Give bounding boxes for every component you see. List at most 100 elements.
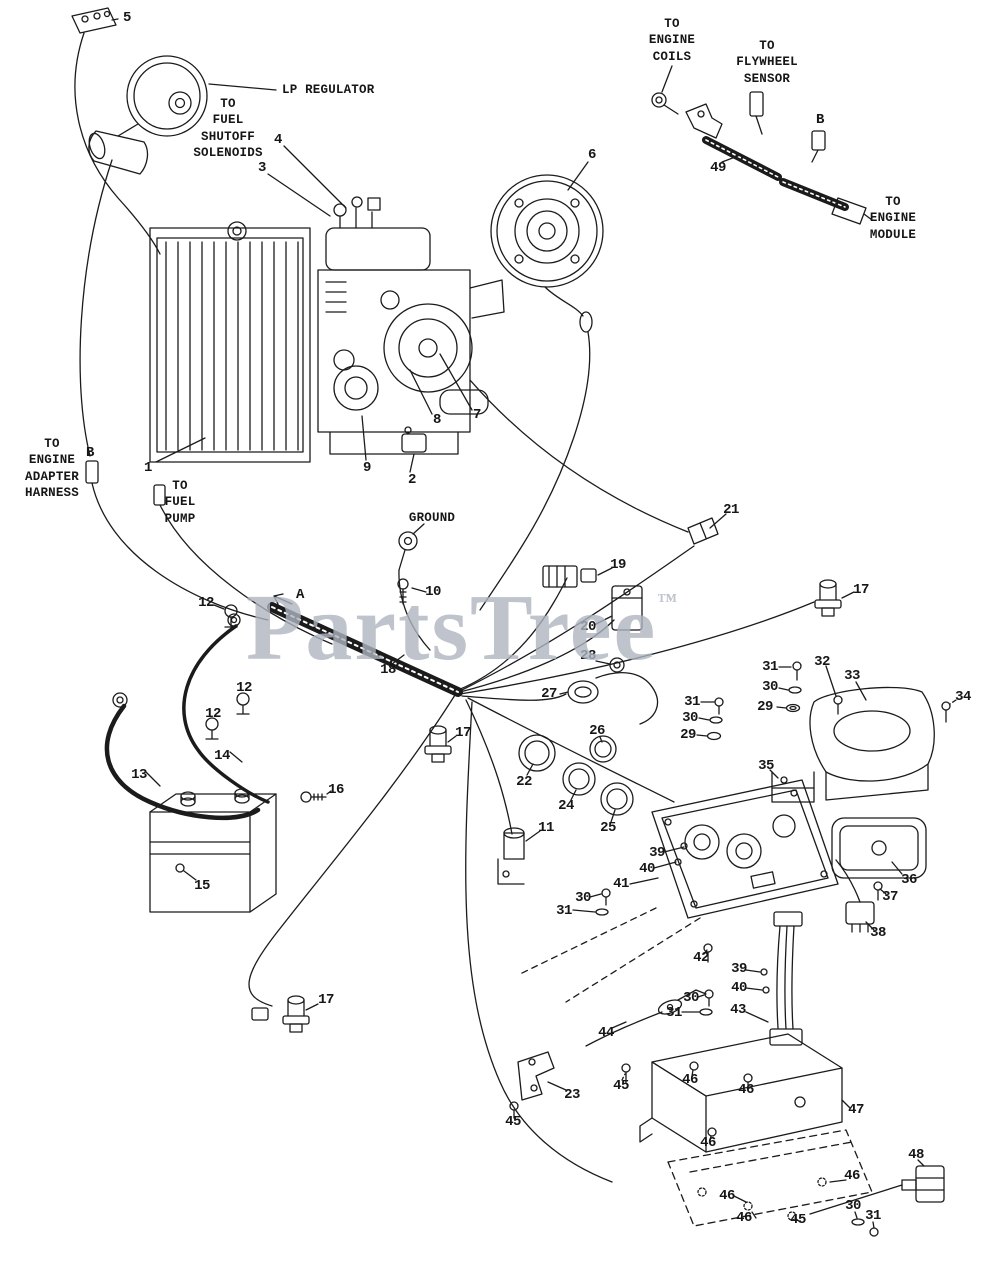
callout-15: 15 <box>194 878 210 894</box>
connector-21-art <box>687 513 727 545</box>
label-to-engine-module: TO ENGINE MODULE <box>869 195 917 242</box>
adapter-harness-connector-art <box>85 460 269 621</box>
callout-5: 5 <box>123 10 131 26</box>
callout-37: 37 <box>882 889 898 905</box>
callout-30: 30 <box>575 890 591 906</box>
label-lp-regulator: LP REGULATOR <box>282 83 375 97</box>
callout-42: 42 <box>693 950 709 966</box>
callout-12: 12 <box>205 706 221 722</box>
battery-15-art <box>149 788 277 913</box>
callout-46: 46 <box>844 1168 860 1184</box>
solenoid-17-mid-art <box>424 725 457 763</box>
callout-27: 27 <box>541 686 557 702</box>
callout-22: 22 <box>516 774 532 790</box>
label-to-fuel-shutoff-solenoids: TO FUEL SHUTOFF SOLENOIDS <box>193 97 263 160</box>
callout-29: 29 <box>757 699 773 715</box>
connector-38-art <box>835 859 875 933</box>
plate-36-art <box>831 817 927 901</box>
callout-31: 31 <box>865 1208 881 1224</box>
callout-46: 46 <box>700 1135 716 1151</box>
callout-31: 31 <box>762 659 778 675</box>
callout-1: 1 <box>144 460 152 476</box>
gauges-art <box>518 734 634 823</box>
callout-40: 40 <box>731 980 747 996</box>
engine-art <box>317 196 505 473</box>
callout-13: 13 <box>131 767 147 783</box>
callout-30: 30 <box>845 1198 861 1214</box>
callout-21: 21 <box>723 502 739 518</box>
callout-45: 45 <box>505 1114 521 1130</box>
callout-30: 30 <box>682 710 698 726</box>
callout-41: 41 <box>613 876 629 892</box>
mount-box-47-art <box>639 1033 851 1153</box>
callout-49: 49 <box>710 160 726 176</box>
callout-14: 14 <box>214 748 230 764</box>
callout-12: 12 <box>236 680 252 696</box>
callout-45: 45 <box>613 1078 629 1094</box>
callout-43: 43 <box>730 1002 746 1018</box>
cable-clamps-art <box>205 604 250 740</box>
switch-48-art <box>809 1159 945 1215</box>
callout-29: 29 <box>680 727 696 743</box>
label-to-engine-coils: TO ENGINE COILS <box>648 17 696 64</box>
connector-27-28-art <box>559 657 659 725</box>
relay-19-art <box>542 565 613 588</box>
callout-44: 44 <box>598 1025 614 1041</box>
callout-39: 39 <box>731 961 747 977</box>
lp-regulator-art <box>79 55 277 457</box>
callout-6: 6 <box>588 147 596 163</box>
fuel-pump-connector-art <box>153 484 333 645</box>
callout-17: 17 <box>455 725 471 741</box>
callout-11: 11 <box>538 820 554 836</box>
radiator-art <box>149 221 311 463</box>
battery-cables-art <box>104 613 332 821</box>
callout-26: 26 <box>589 723 605 739</box>
callout-2: 2 <box>408 472 416 488</box>
callout-B: B <box>86 445 94 461</box>
console-33-art <box>809 665 957 801</box>
connector-5-art <box>71 7 161 255</box>
callout-31: 31 <box>666 1005 682 1021</box>
callout-33: 33 <box>844 668 860 684</box>
solenoid-17-bottom-art <box>251 995 319 1033</box>
switch-11-art <box>497 827 541 885</box>
callout-31: 31 <box>556 903 572 919</box>
callout-36: 36 <box>901 872 917 888</box>
callout-34: 34 <box>955 689 971 705</box>
harness-43-art <box>703 911 803 1046</box>
callout-32: 32 <box>814 654 830 670</box>
callout-3: 3 <box>258 160 266 176</box>
bracket-23-art <box>509 1051 631 1119</box>
callout-46: 46 <box>682 1072 698 1088</box>
solenoid-17-right-art <box>814 579 855 617</box>
callout-9: 9 <box>363 460 371 476</box>
label-to-fuel-pump: TO FUEL PUMP <box>164 479 196 526</box>
tray-dashed-art <box>667 1129 873 1227</box>
solenoid-leaders-art <box>267 145 347 217</box>
callout-39: 39 <box>649 845 665 861</box>
callout-28: 28 <box>580 648 596 664</box>
choke-cable-44-art <box>585 989 707 1047</box>
callout-19: 19 <box>610 557 626 573</box>
callout-38: 38 <box>870 925 886 941</box>
callout-45: 45 <box>790 1212 806 1228</box>
callout-25: 25 <box>600 820 616 836</box>
callout-10: 10 <box>425 584 441 600</box>
callout-A: A <box>296 587 304 603</box>
callout-31: 31 <box>684 694 700 710</box>
callout-20: 20 <box>580 619 596 635</box>
callout-17: 17 <box>318 992 334 1008</box>
callout-47: 47 <box>848 1102 864 1118</box>
callout-30: 30 <box>762 679 778 695</box>
callout-4: 4 <box>274 132 282 148</box>
callout-30: 30 <box>683 990 699 1006</box>
callout-24: 24 <box>558 798 574 814</box>
control-panel-41-art <box>519 779 839 1003</box>
callout-40: 40 <box>639 861 655 877</box>
callout-46: 46 <box>719 1188 735 1204</box>
callout-35: 35 <box>758 758 774 774</box>
callout-48: 48 <box>908 1147 924 1163</box>
